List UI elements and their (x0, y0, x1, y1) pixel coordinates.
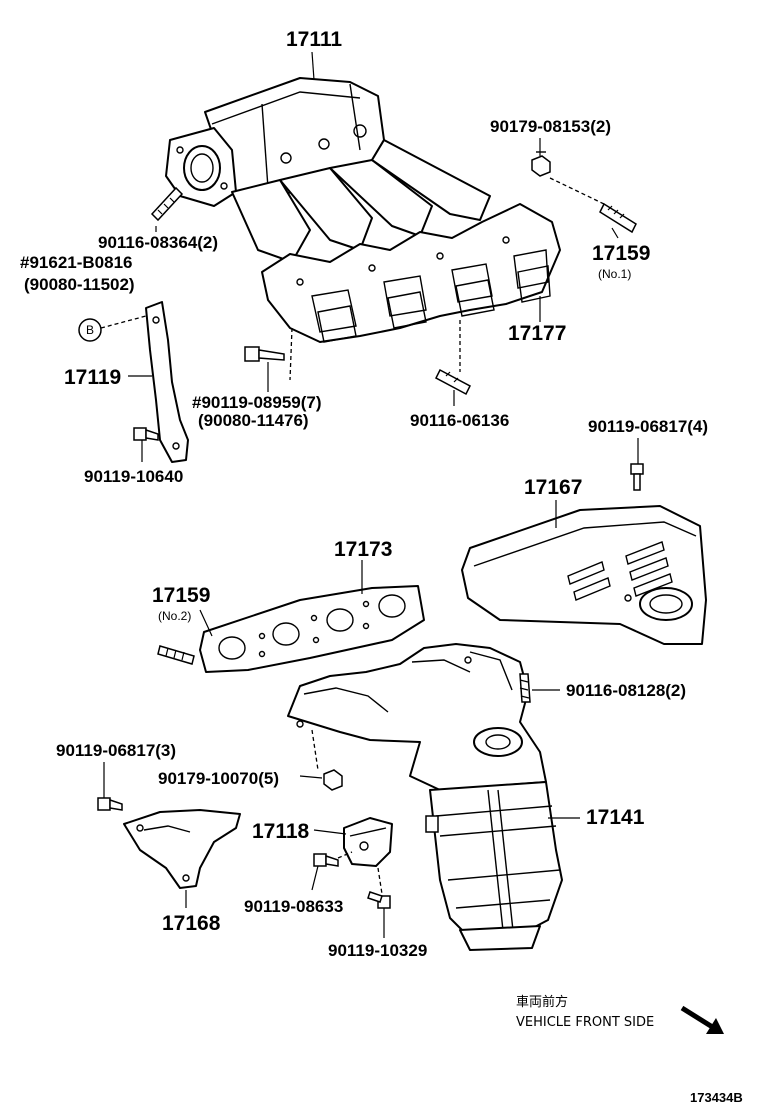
stud-17159-no2[interactable] (157, 645, 195, 665)
label-90116-08128: 90116-08128(2) (566, 681, 686, 700)
label-90119-08633: 90119-08633 (244, 897, 343, 916)
bolt-90119-10640[interactable] (133, 427, 159, 441)
front-arrow-icon (680, 1005, 724, 1034)
label-17168: 17168 (162, 912, 221, 935)
label-90116-08364: 90116-08364(2) (98, 233, 218, 252)
bolt-90119-08959[interactable] (244, 346, 285, 362)
label-90119-06817-4: 90119-06817(4) (588, 417, 708, 436)
bolt-90119-06817-3[interactable] (97, 797, 123, 811)
nut-90179-10070[interactable] (323, 769, 343, 791)
label-17141: 17141 (586, 806, 645, 829)
vehicle-front-indicator: 車両前方 VEHICLE FRONT SIDE (516, 994, 724, 1034)
front-label-jp: 車両前方 (516, 994, 568, 1010)
label-90179-08153: 90179-08153(2) (490, 117, 611, 136)
bolt-90119-06817-4[interactable] (630, 463, 644, 491)
exhaust-manifold-17141[interactable] (287, 643, 563, 951)
label-90179-10070: 90179-10070(5) (158, 769, 279, 788)
reference-b-marker: B (78, 318, 102, 342)
label-17118: 17118 (252, 820, 310, 843)
bracket-17118[interactable] (343, 817, 393, 867)
stud-90116-08128[interactable] (519, 673, 531, 703)
label-17167: 17167 (524, 476, 582, 499)
bolt-90119-10329[interactable] (367, 891, 391, 909)
stud-90116-08364[interactable] (150, 186, 184, 222)
label-91621-b0816: #91621-B0816 (20, 253, 132, 272)
label-90080-11502: (90080-11502) (24, 275, 135, 294)
label-17119: 17119 (64, 366, 121, 389)
stud-90116-06136[interactable] (435, 368, 471, 396)
heat-insulator-17167[interactable] (461, 505, 707, 645)
svg-text:B: B (86, 323, 94, 337)
label-90119-06817-3: 90119-06817(3) (56, 741, 176, 760)
manifold-stay-17168[interactable] (123, 809, 241, 889)
intake-manifold-17111[interactable] (165, 77, 561, 343)
label-90116-06136: 90116-06136 (410, 411, 509, 430)
label-17159-no1-sub: (No.1) (598, 267, 631, 281)
label-90080-11476: (90080-11476) (198, 411, 309, 430)
part-labels: 17111 90179-08153(2) 90116-08364(2) 1715… (20, 28, 708, 960)
nut-90179-08153[interactable] (531, 151, 551, 177)
label-17159-no2: 17159 (152, 584, 210, 607)
label-17173: 17173 (334, 538, 392, 561)
front-label-en: VEHICLE FRONT SIDE (516, 1015, 654, 1030)
label-90119-10329: 90119-10329 (328, 941, 427, 960)
label-17111: 17111 (286, 28, 342, 51)
manifold-gasket-17177[interactable] (317, 265, 551, 343)
diagram-code: 173434B (690, 1090, 743, 1105)
bolt-90119-08633[interactable] (313, 853, 339, 867)
stud-17159-no1[interactable] (599, 202, 637, 234)
label-17177: 17177 (508, 322, 566, 345)
label-90119-10640: 90119-10640 (84, 467, 183, 486)
label-17159-no1: 17159 (592, 242, 650, 265)
manifold-stay-17119[interactable] (145, 301, 189, 463)
label-90119-08959: #90119-08959(7) (192, 393, 322, 412)
label-17159-no2-sub: (No.2) (158, 609, 191, 623)
exhaust-gasket-17173[interactable] (199, 585, 425, 673)
leader-lines (103, 51, 639, 938)
